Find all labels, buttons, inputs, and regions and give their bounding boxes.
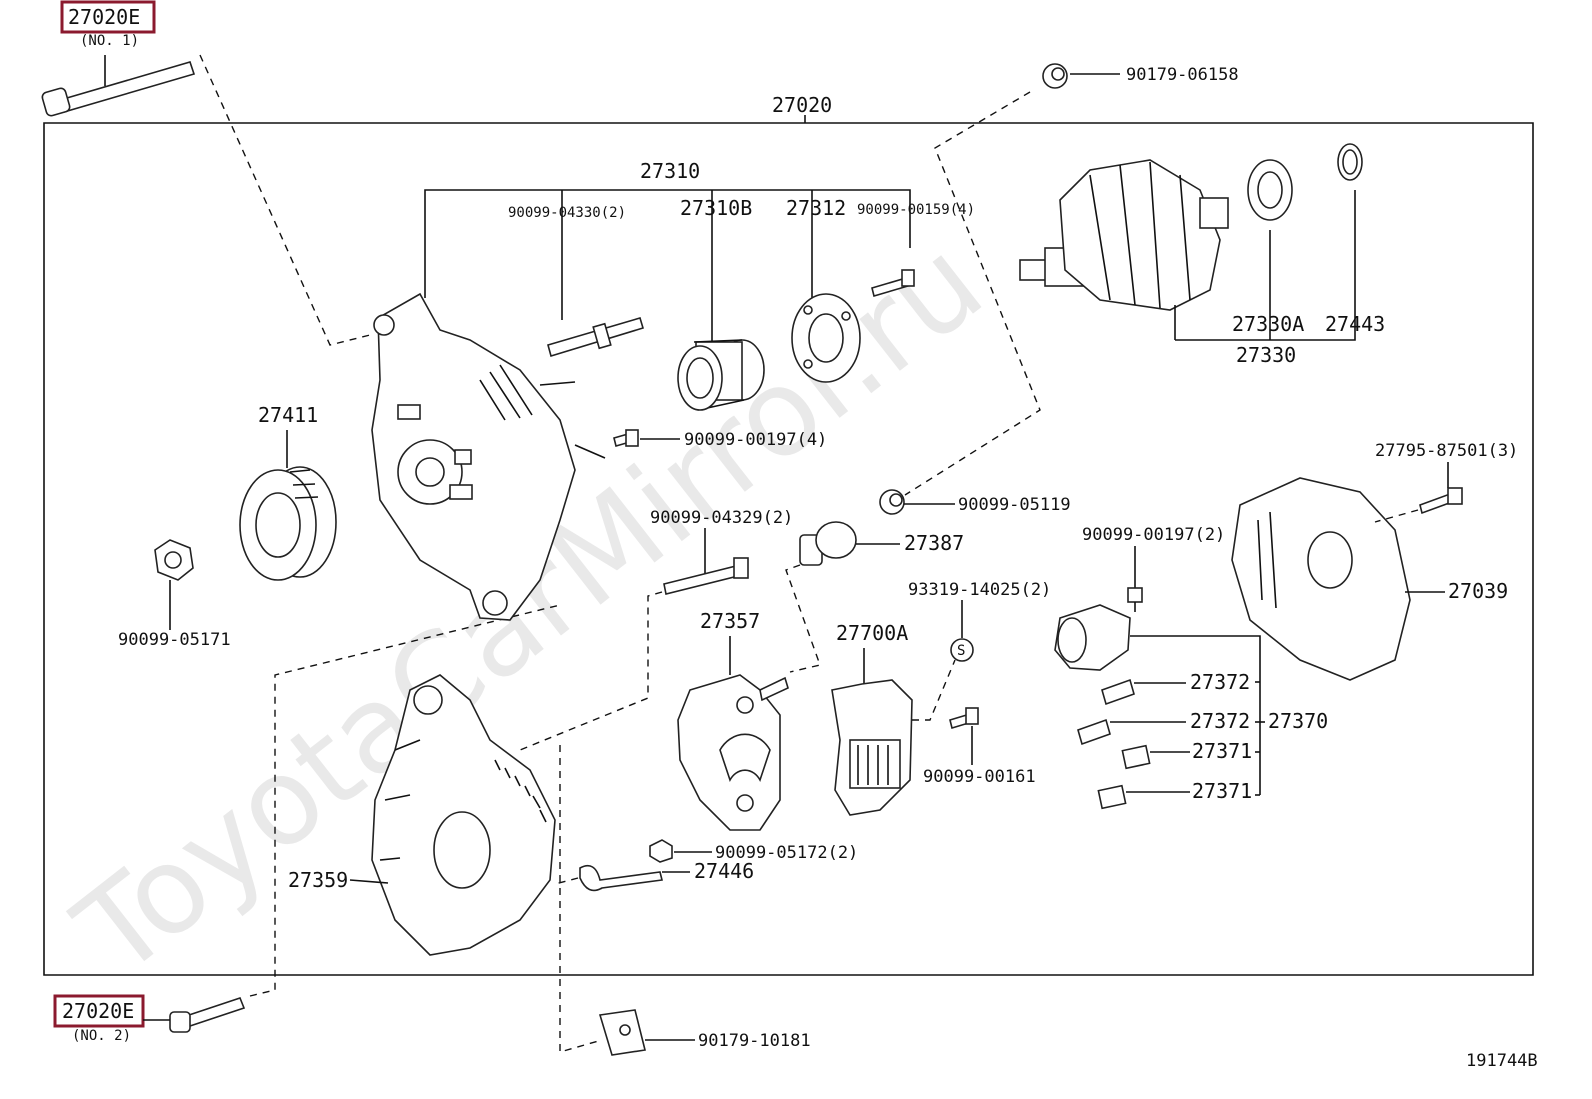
label-bolt-no1-sub: (NO. 1) xyxy=(80,33,139,49)
label-cover-nut: 27795-87501(3) xyxy=(1375,441,1518,461)
svg-text:S: S xyxy=(957,643,965,659)
label-pulley-nut: 90099-05171 xyxy=(118,630,231,650)
label-regulator: 27700A xyxy=(836,621,908,645)
insulator-90099-05119[interactable]: 90099-05119 xyxy=(879,489,1071,515)
label-end-frame: 27359 xyxy=(288,868,348,892)
label-screw4: 90099-00159(4) xyxy=(857,202,975,218)
label-washer: 93319-14025(2) xyxy=(908,580,1051,600)
nut-90099-05172[interactable]: 90099-05172(2) xyxy=(649,839,858,863)
label-clip: 90179-10181 xyxy=(698,1031,811,1051)
label-rotor-ring: 27443 xyxy=(1325,312,1385,336)
label-bolt2: 90099-04329(2) xyxy=(650,508,793,528)
washer-93319-14025[interactable]: 93319-14025(2) S xyxy=(908,580,1051,662)
label-bolt-no2: 27020E xyxy=(62,999,134,1023)
dash-nut-top xyxy=(904,91,1041,496)
assembly-frame xyxy=(43,122,1534,976)
label-pulley: 27411 xyxy=(258,403,318,427)
label-bush: 27387 xyxy=(904,531,964,555)
frame-bracket: 27310 xyxy=(424,159,911,342)
label-retainer: 27312 xyxy=(786,196,846,220)
rotor-bearing-27330a[interactable] xyxy=(1247,159,1293,221)
label-brush1: 27371 xyxy=(1192,739,1252,763)
label-bolt-no1: 27020E xyxy=(68,5,140,29)
screw-90099-00197-4[interactable]: 90099-00197(4) xyxy=(613,429,827,450)
regulator-27700a[interactable]: 27700A xyxy=(831,621,913,816)
clip-90179-10181[interactable]: 90179-10181 xyxy=(598,1009,811,1056)
bolt-no1[interactable]: 27020E (NO. 1) xyxy=(41,0,196,117)
dash-terminal xyxy=(554,877,579,885)
label-brush-screw: 90099-00197(2) xyxy=(1082,525,1225,545)
label-frame-screw: 90099-00197(4) xyxy=(684,430,827,450)
brush-holder-27370[interactable] xyxy=(1054,604,1265,796)
label-spring2: 27372 xyxy=(1190,709,1250,733)
nut-top[interactable]: 90179-06158 xyxy=(1042,63,1239,89)
bolt-no2[interactable]: 27020E (NO. 2) xyxy=(53,994,246,1044)
screw-90099-00197-2[interactable]: 90099-00197(2) xyxy=(1082,525,1225,612)
label-assembly: 27020 xyxy=(772,93,832,117)
screw-90099-00159[interactable] xyxy=(871,269,915,298)
rotor-27330[interactable] xyxy=(1019,159,1356,341)
label-spring1: 27372 xyxy=(1190,670,1250,694)
bolt-no1-highlight xyxy=(60,0,156,34)
label-rotor: 27330 xyxy=(1236,343,1296,367)
diagram-id: 191744B xyxy=(1466,1051,1538,1071)
bolt-no2-highlight xyxy=(53,994,145,1028)
stud-90099-04330[interactable] xyxy=(547,317,644,358)
rear-cover-27039[interactable]: 27039 xyxy=(1231,477,1508,681)
label-nut-top: 90179-06158 xyxy=(1126,65,1239,85)
label-brush2: 27371 xyxy=(1192,779,1252,803)
brush-27371-a[interactable]: 27371 xyxy=(1121,739,1252,770)
bolt-90099-04329[interactable]: 90099-04329(2) xyxy=(650,508,793,595)
dash-clip xyxy=(559,745,603,1053)
label-rear-cover: 27039 xyxy=(1448,579,1508,603)
bush-27387[interactable]: 27387 xyxy=(799,521,964,566)
label-frame: 27310 xyxy=(640,159,700,183)
ring-27443[interactable] xyxy=(1337,143,1363,181)
rectifier-27357[interactable]: 27357 xyxy=(677,609,789,831)
bearing-27310b[interactable] xyxy=(677,339,765,411)
dash-bush xyxy=(785,564,821,673)
label-terminal-nut: 90099-05172(2) xyxy=(715,843,858,863)
pulley-27411[interactable]: 27411 xyxy=(239,403,337,581)
label-bearing: 27310B xyxy=(680,196,752,220)
label-bolt-no2-sub: (NO. 2) xyxy=(72,1028,131,1044)
dash-bolt2 xyxy=(519,591,663,751)
spring-27372-a[interactable]: 27372 xyxy=(1101,670,1250,706)
retainer-27312[interactable] xyxy=(791,293,861,383)
terminal-27446[interactable]: 27446 xyxy=(579,859,754,892)
dash-regulator xyxy=(912,659,956,721)
spring-27372-b[interactable]: 27372 xyxy=(1077,709,1250,746)
nut-27795-87501[interactable]: 27795-87501(3) xyxy=(1375,441,1518,515)
brush-27371-b[interactable]: 27371 xyxy=(1097,779,1252,810)
dash-bolt-no2 xyxy=(249,604,561,997)
dash-bolt-no1 xyxy=(199,54,371,346)
end-frame-27359[interactable]: 27359 xyxy=(288,674,556,956)
label-stud: 90099-04330(2) xyxy=(508,205,626,221)
label-insulator: 90099-05119 xyxy=(958,495,1071,515)
nut-90099-05171[interactable]: 90099-05171 xyxy=(118,539,231,650)
label-rectifier: 27357 xyxy=(700,609,760,633)
label-rotor-bearing: 27330A xyxy=(1232,312,1304,336)
label-terminal: 27446 xyxy=(694,859,754,883)
screw-90099-00161[interactable]: 90099-00161 xyxy=(923,707,1036,787)
label-screw-reg: 90099-00161 xyxy=(923,767,1036,787)
label-holder: 27370 xyxy=(1268,709,1328,733)
drive-end-frame[interactable] xyxy=(371,292,606,621)
